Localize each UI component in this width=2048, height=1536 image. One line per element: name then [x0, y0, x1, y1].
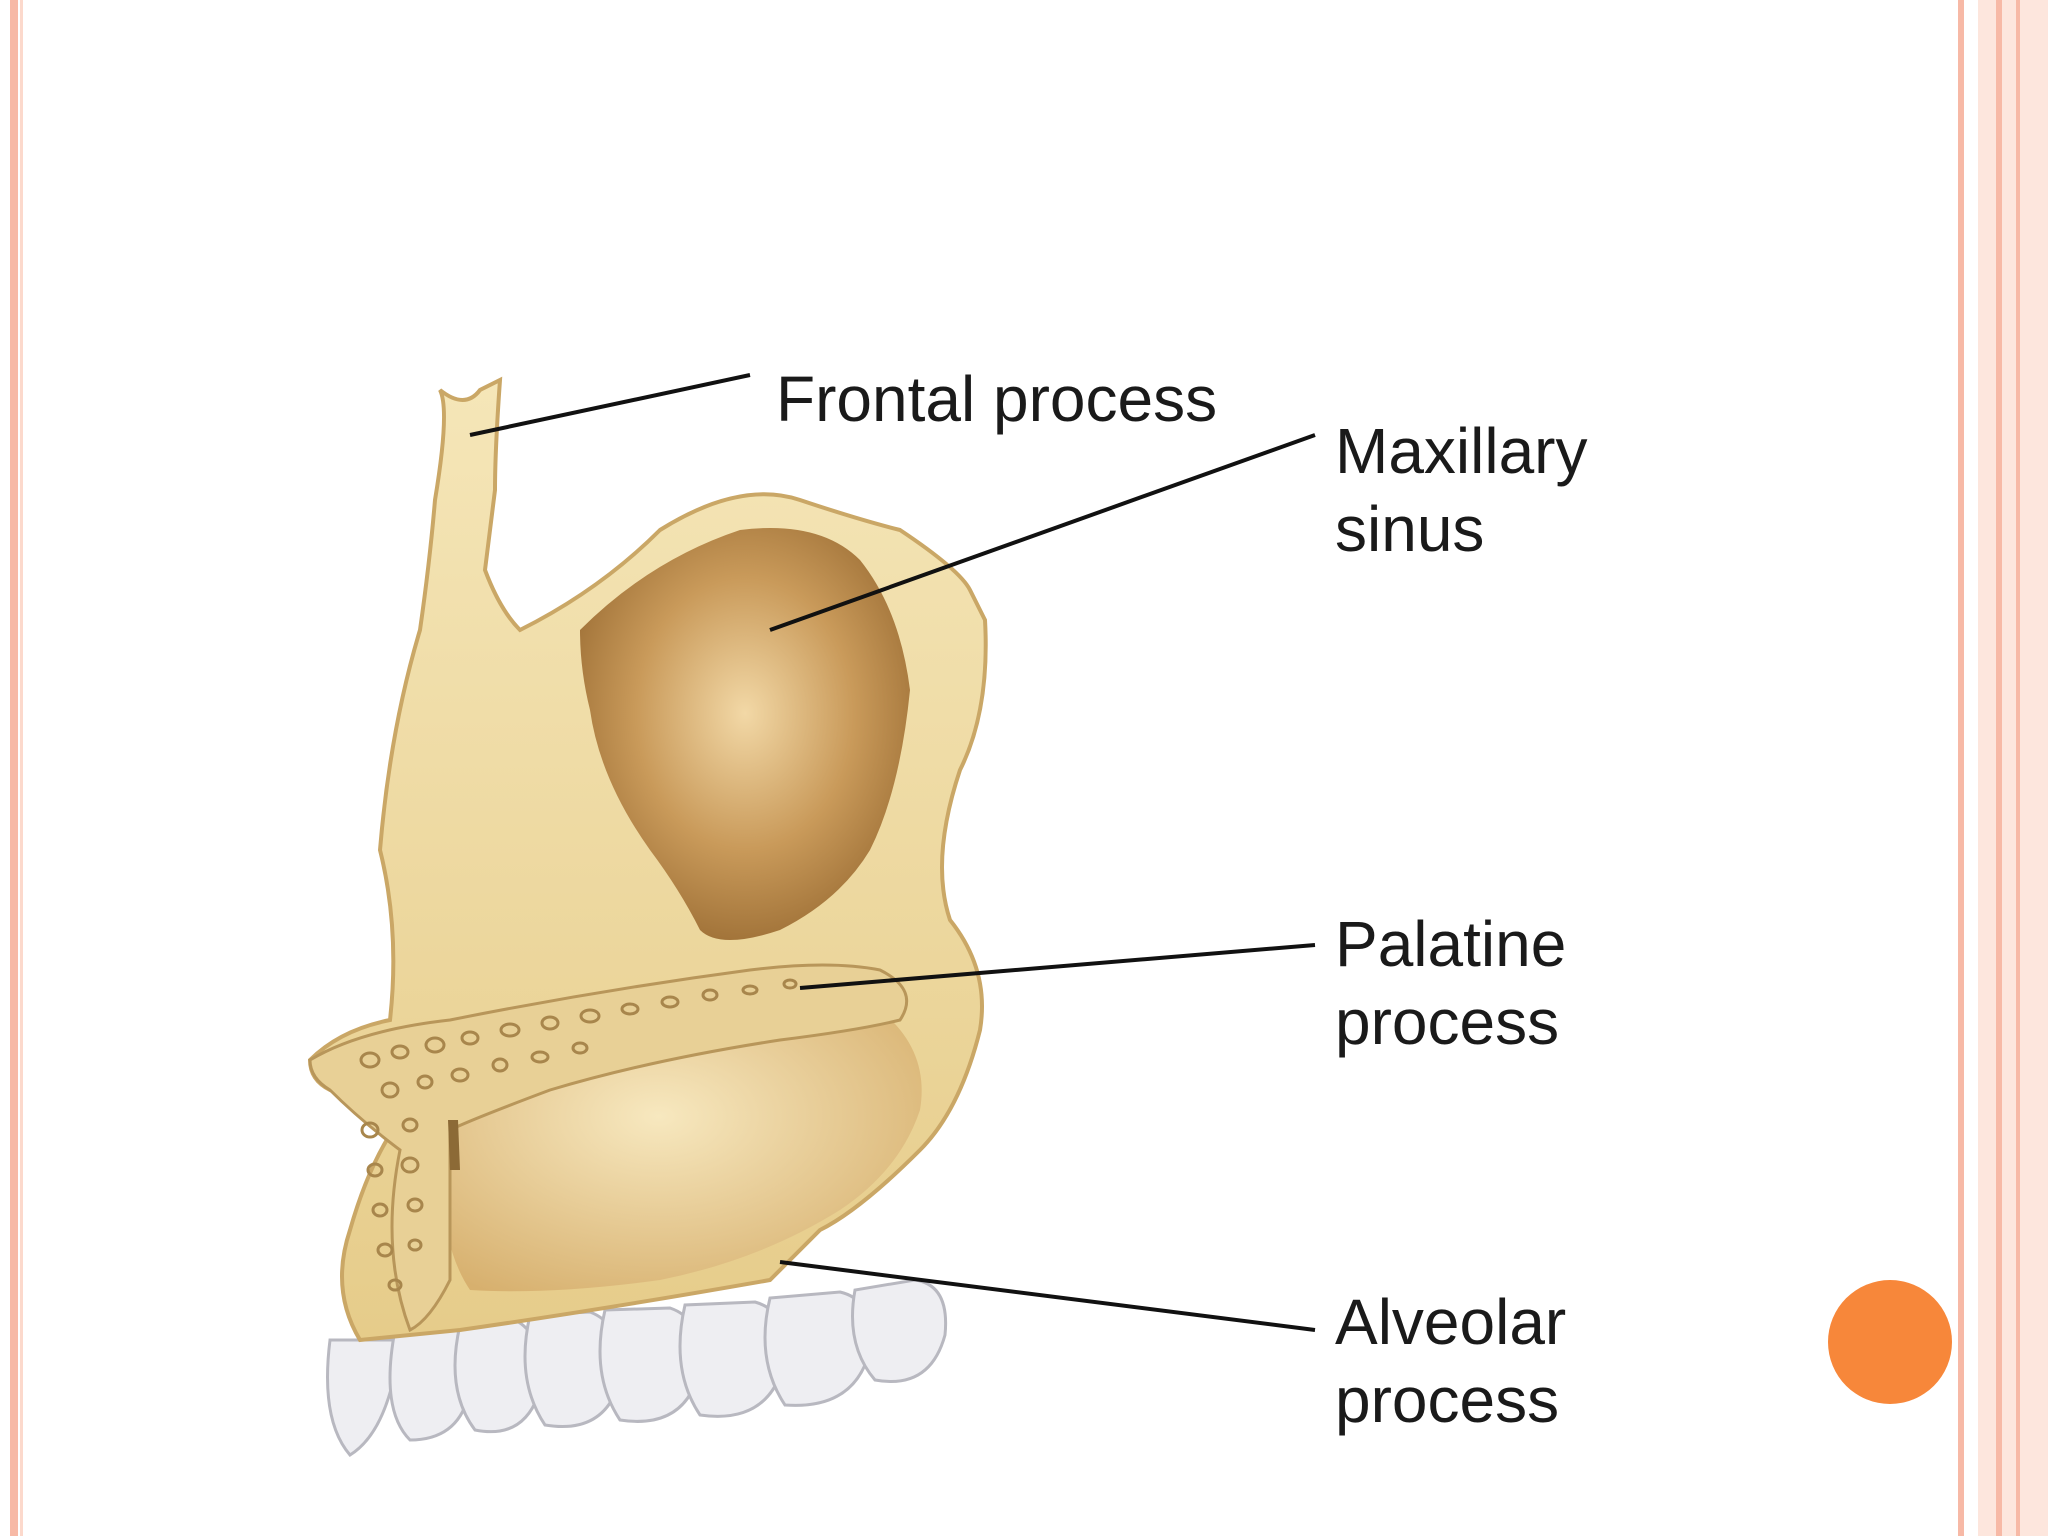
sinus-cavity: [580, 528, 910, 940]
tooth-1: [326, 1338, 402, 1457]
teeth: [326, 1278, 948, 1457]
leader-alveolar: [779, 1260, 1316, 1332]
label-frontal-process: Frontal process: [776, 363, 1218, 435]
maxilla-figure: [300, 330, 1680, 1490]
right-frame-stripe-2: [2016, 0, 2020, 1536]
leader-lines: [469, 373, 1316, 1332]
orange-circle-icon: [1828, 1280, 1952, 1404]
cancellous-pores: [359, 978, 798, 1292]
leader-frontal: [469, 373, 751, 437]
left-frame-inner-border: [20, 0, 23, 1536]
leader-palatine: [799, 943, 1316, 990]
right-frame-stripe: [1996, 0, 2002, 1536]
left-frame-border: [10, 0, 18, 1536]
label-maxillary-sinus: Maxillary sinus: [1335, 415, 1588, 565]
label-alveolar-process: Alveolar process: [1335, 1286, 1567, 1436]
leader-maxillary: [769, 433, 1316, 632]
incisive-canal: [448, 1120, 460, 1170]
maxilla-illustration: [307, 373, 1316, 1457]
palatine-shelf: [308, 963, 909, 1333]
label-palatine-process: Palatine process: [1335, 908, 1567, 1058]
right-frame-band: [1978, 0, 2048, 1536]
right-frame-border: [1958, 0, 1964, 1536]
tooth-8: [851, 1278, 948, 1383]
